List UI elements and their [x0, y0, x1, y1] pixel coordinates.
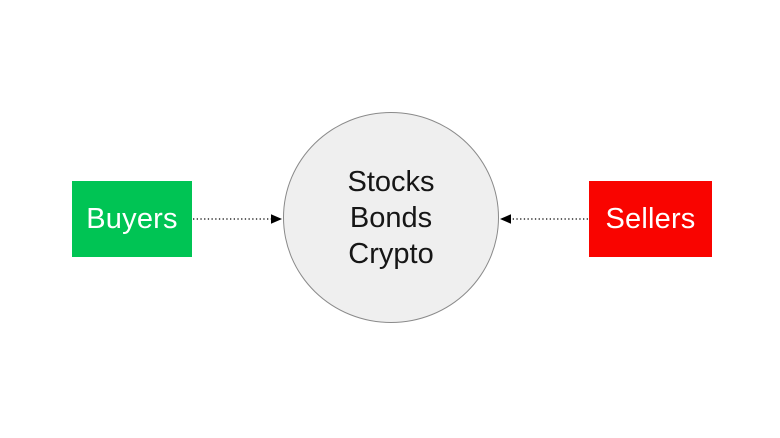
sellers-node: Sellers — [589, 181, 712, 257]
sellers-to-market-arrowhead-icon — [500, 214, 511, 224]
market-line-bonds: Bonds — [349, 201, 433, 234]
sellers-label: Sellers — [605, 202, 696, 235]
market-line-crypto: Crypto — [348, 237, 434, 270]
buyers-node: Buyers — [72, 181, 192, 257]
buyers-to-market-arrowhead-icon — [271, 214, 282, 224]
market-circle-node: Stocks Bonds Crypto — [283, 112, 499, 323]
market-line-stocks: Stocks — [347, 165, 435, 198]
buyers-label: Buyers — [86, 202, 178, 235]
